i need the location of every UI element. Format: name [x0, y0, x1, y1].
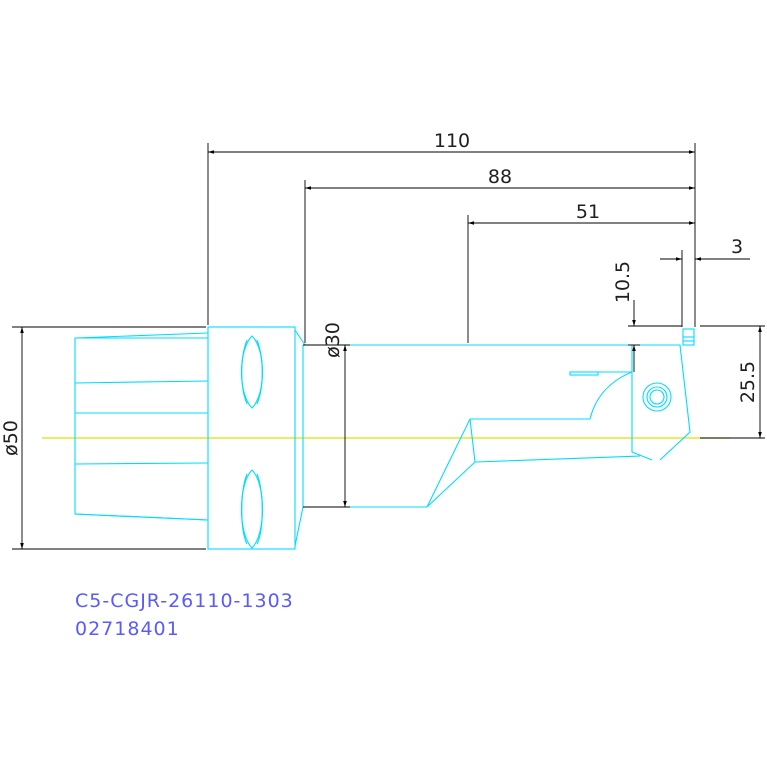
dim-label-dia50: ø50 — [0, 420, 22, 456]
dim-label-110: 110 — [434, 130, 470, 152]
dim-label-51: 51 — [576, 201, 600, 223]
holder-flange — [207, 326, 296, 550]
dim-label-88: 88 — [488, 166, 512, 188]
item-code-label: 02718401 — [75, 618, 180, 640]
dim-label-dia30: ø30 — [322, 322, 344, 358]
dim-label-25-5: 25.5 — [737, 361, 759, 403]
dimension-layer — [12, 143, 765, 550]
tool-holder-outline — [74, 326, 695, 550]
dim-label-3: 3 — [731, 236, 743, 258]
clamp-screw — [642, 382, 672, 412]
dim-label-10-5: 10.5 — [612, 261, 634, 303]
part-number-label: C5-CGJR-26110-1303 — [75, 590, 294, 612]
